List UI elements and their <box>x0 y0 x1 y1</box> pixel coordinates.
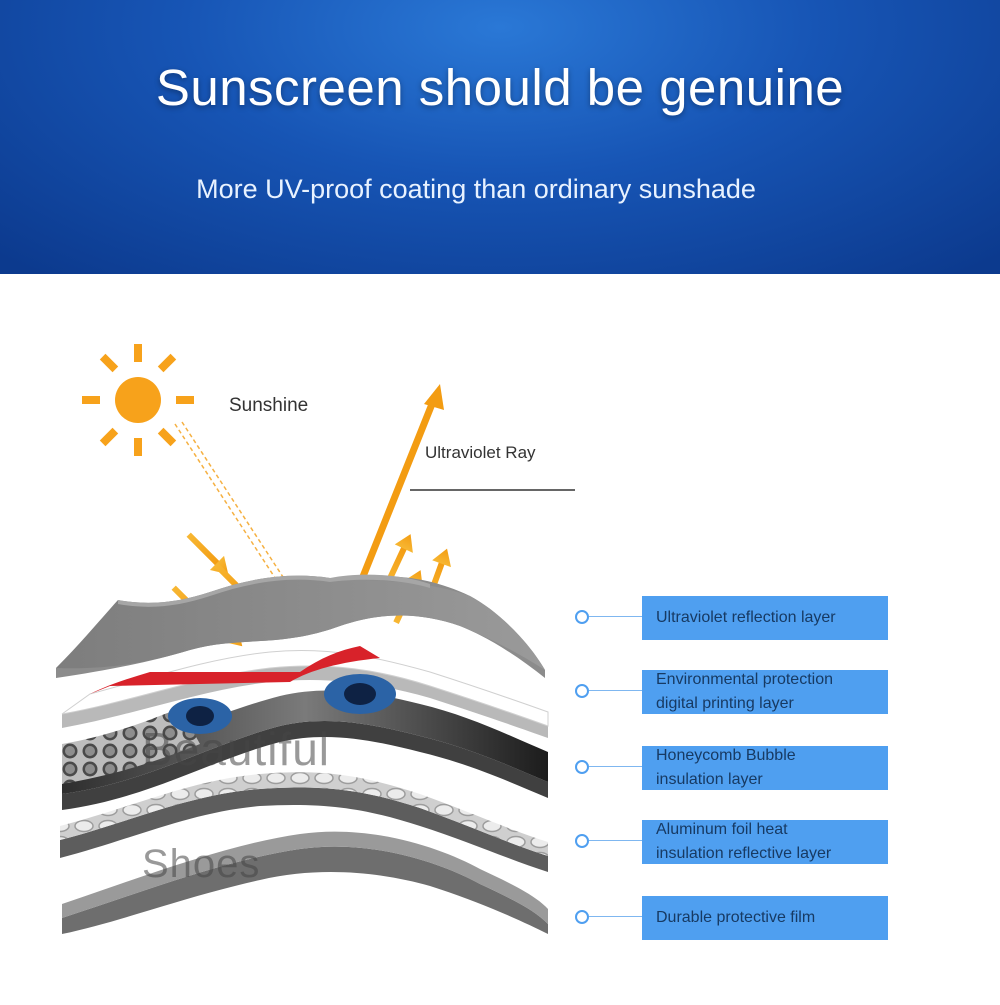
label-honeycomb-layer: Honeycomb Bubble insulation layer <box>642 746 888 790</box>
layer-diagram: Sunshine Ultraviolet Ray Beautiful Shoes… <box>0 274 1000 1000</box>
banner-title: Sunscreen should be genuine <box>155 59 845 116</box>
connector-dot <box>575 610 589 624</box>
layer-honeycomb <box>62 720 548 810</box>
layer-label-line: insulation layer <box>656 771 763 788</box>
connector-line <box>589 690 642 691</box>
watermark-text: Beautiful <box>142 723 331 775</box>
layer-label-line: digital printing layer <box>656 695 794 712</box>
ultraviolet-ray-arrow-icon <box>356 384 444 586</box>
sun-ray-line <box>181 421 299 601</box>
connector-dot <box>575 834 589 848</box>
banner-subtitle: More UV-proof coating than ordinary suns… <box>196 174 756 204</box>
connector-dot <box>575 760 589 774</box>
connector-dot <box>575 684 589 698</box>
label-durable-film: Durable protective film <box>642 896 888 940</box>
connector-line <box>589 616 642 617</box>
sun-icon <box>82 344 194 456</box>
connector-line <box>589 916 642 917</box>
layer-aluminum-foil <box>60 787 548 872</box>
label-digital-printing-layer: Environmental protection digital printin… <box>642 670 888 714</box>
layer-durable-film <box>62 846 548 934</box>
layer-label-line: Durable protective film <box>656 909 816 926</box>
connector-dot <box>575 910 589 924</box>
ultraviolet-ray-label: Ultraviolet Ray <box>425 443 536 462</box>
layer-label-line: insulation reflective layer <box>656 845 832 862</box>
layer-label-line: Aluminum foil heat <box>656 821 788 838</box>
label-uv-reflection-layer: Ultraviolet reflection layer <box>642 596 888 640</box>
layer-label-line: Ultraviolet reflection layer <box>656 609 836 626</box>
watermark-text: Shoes <box>142 842 261 886</box>
layer-label-line: Environmental protection <box>656 671 833 688</box>
sun-ray-line <box>174 423 293 605</box>
label-aluminum-foil-layer: Aluminum foil heat insulation reflective… <box>642 820 888 864</box>
sunshine-label: Sunshine <box>229 395 309 416</box>
header-banner: Sunscreen should be genuine More UV-proo… <box>0 0 1000 274</box>
connector-line <box>589 766 642 767</box>
connector-line <box>589 840 642 841</box>
layer-digital-printing <box>62 666 548 738</box>
layer-illustration <box>56 344 575 934</box>
layer-label-line: Honeycomb Bubble <box>656 747 796 764</box>
